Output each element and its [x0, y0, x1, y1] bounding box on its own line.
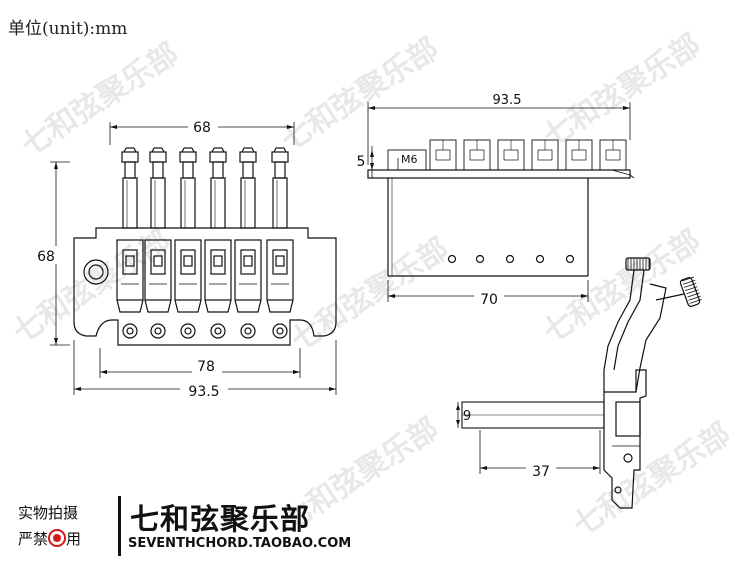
tuner-detail-view: 9 37 [456, 257, 702, 509]
pivot-bush-left [83, 259, 109, 285]
dim-arm-length: 70 [480, 292, 498, 308]
mount-hole [505, 254, 515, 264]
mount-hole [535, 254, 545, 264]
stolen-seal-icon [48, 529, 67, 547]
side-saddle [429, 139, 457, 171]
saddle [144, 147, 172, 339]
mount-hole [475, 254, 485, 264]
brand-block: 实物拍摄 严禁用 七和弦聚乐部 SEVENTHCHORD.TAOBAO.COM [18, 496, 351, 556]
side-saddle [565, 139, 593, 171]
side-saddle [531, 139, 559, 171]
dim-detail-height: 9 [463, 409, 471, 424]
brand-site: SEVENTHCHORD.TAOBAO.COM [128, 536, 352, 551]
saddle [174, 147, 202, 339]
tuner-knob [625, 257, 702, 307]
photo-notice: 实物拍摄 严禁用 [18, 500, 114, 552]
side-saddle [599, 139, 627, 171]
base-plate [73, 227, 337, 346]
mount-hole [565, 254, 575, 264]
notice-line-1: 实物拍摄 [18, 504, 79, 522]
dim-thread: M6 [401, 153, 418, 166]
dim-height: 68 [37, 249, 55, 265]
unit-label: 单位(unit):mm [8, 19, 128, 39]
dim-side-length: 93.5 [493, 93, 522, 108]
brand-divider [118, 496, 121, 556]
saddle [204, 147, 232, 339]
brand-name: 七和弦聚乐部 [130, 502, 311, 536]
dim-thickness: 5 [357, 154, 366, 170]
notice-line-2: 严禁用 [18, 529, 82, 548]
dim-detail-length: 37 [532, 464, 550, 480]
dim-overall-width: 93.5 [188, 384, 219, 400]
saddle [266, 147, 294, 339]
saddle [116, 147, 144, 339]
side-saddle [463, 139, 491, 171]
pivot-bush-left-inner [88, 264, 104, 280]
dim-top-width: 68 [193, 120, 211, 136]
front-view: 68 68 78 93.5 [36, 118, 337, 400]
saddles [116, 147, 294, 339]
side-view: 93.5 5 M6 70 [357, 93, 635, 308]
mount-hole [447, 254, 457, 264]
side-base [367, 169, 631, 179]
side-saddle [497, 139, 525, 171]
dim-inner-width: 78 [197, 359, 215, 375]
saddle [234, 147, 262, 339]
